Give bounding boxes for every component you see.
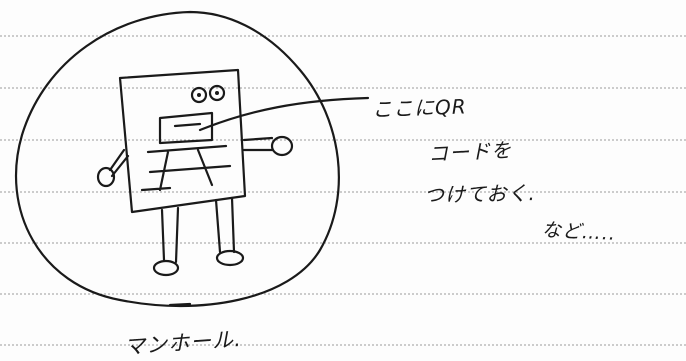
note-text-etc: など….. [541,219,617,245]
left-leg [160,206,180,264]
underline-mark [168,302,192,307]
right-eye [208,84,226,102]
left-arm [108,148,130,178]
left-eye [190,86,208,104]
note-text-line2: コードを [427,137,513,167]
mascot-character [96,68,294,277]
right-foot [215,249,245,267]
qr-marking [140,111,232,192]
manhole-outline [14,10,340,308]
left-foot [152,259,180,277]
right-leg [214,196,236,254]
left-hand [96,166,116,188]
note-text-line3: つけておく. [423,181,536,207]
note-text-line1: ここにQR [371,94,468,122]
pointer-line [198,96,370,132]
right-arm [242,136,274,152]
ruled-lines [0,35,686,346]
right-hand [270,135,294,157]
mascot-body [118,68,247,214]
